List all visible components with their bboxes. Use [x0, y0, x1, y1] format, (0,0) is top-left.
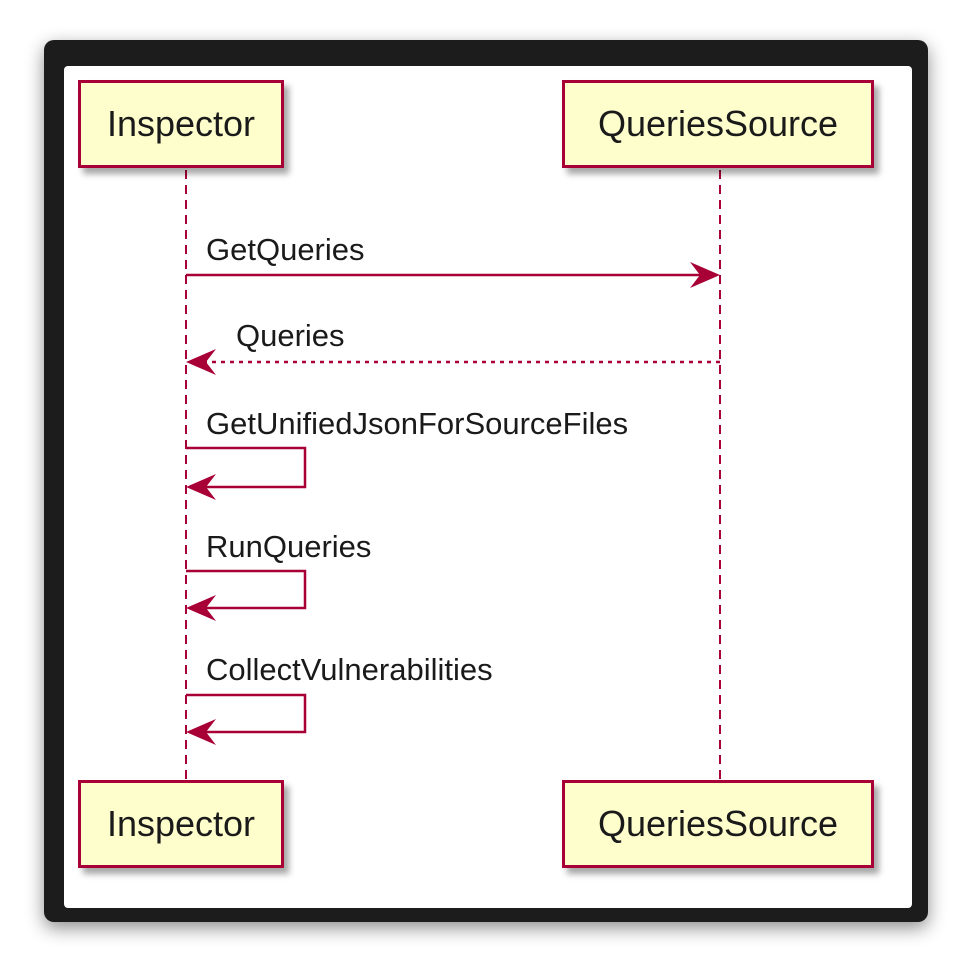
participant-label: QueriesSource	[597, 803, 839, 844]
message-collectvulnerabilities: CollectVulnerabilities	[186, 652, 493, 745]
arrowhead-icon	[186, 595, 216, 621]
message-label: RunQueries	[206, 529, 371, 564]
message-getunifiedjson: GetUnifiedJsonForSourceFiles	[186, 406, 628, 500]
message-queries-return: Queries	[186, 318, 720, 375]
participant-label: Inspector	[106, 103, 256, 144]
message-getqueries: GetQueries	[186, 232, 720, 288]
arrowhead-icon	[186, 349, 216, 375]
message-label: CollectVulnerabilities	[206, 652, 493, 687]
message-label: GetQueries	[206, 232, 365, 267]
arrowhead-icon	[690, 262, 720, 288]
message-runqueries: RunQueries	[186, 529, 371, 621]
message-label: Queries	[236, 318, 345, 353]
participant-queriessource-bottom: QueriesSource	[562, 780, 874, 868]
participant-inspector-top: Inspector	[78, 80, 284, 168]
arrowhead-icon	[186, 719, 216, 745]
participant-inspector-bottom: Inspector	[78, 780, 284, 868]
arrowhead-icon	[186, 474, 216, 500]
message-label: GetUnifiedJsonForSourceFiles	[206, 406, 628, 441]
participant-label: Inspector	[106, 803, 256, 844]
participant-queriessource-top: QueriesSource	[562, 80, 874, 168]
participant-label: QueriesSource	[597, 103, 839, 144]
